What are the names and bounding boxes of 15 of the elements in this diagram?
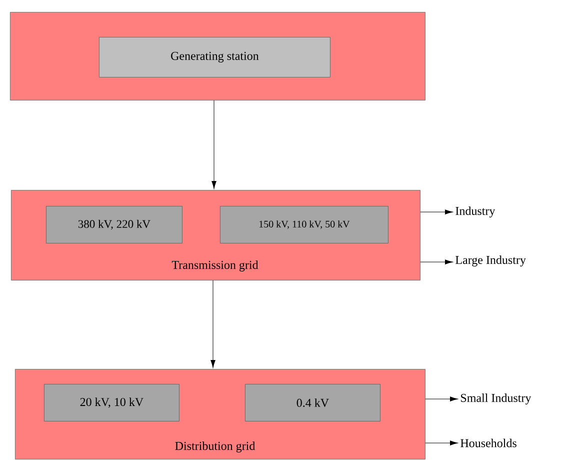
voltage-box: 0.4 kV — [245, 384, 380, 422]
voltage-box: 150 kV, 110 kV, 50 kV — [220, 206, 388, 244]
arrow — [210, 280, 216, 368]
arrow — [425, 396, 458, 402]
arrow — [420, 210, 453, 214]
arrow — [212, 100, 216, 189]
label-text: Large Industry — [456, 256, 526, 266]
label-text: Households — [460, 438, 516, 448]
voltage-box: 380 kV, 220 kV — [46, 206, 182, 244]
label-text: Small Industry — [461, 394, 532, 404]
station-box: Generating station — [99, 37, 330, 78]
voltage-box: 20 kV, 10 kV — [44, 384, 180, 422]
arrow — [425, 440, 458, 446]
label-text: Industry — [456, 206, 496, 218]
arrow — [420, 260, 453, 264]
